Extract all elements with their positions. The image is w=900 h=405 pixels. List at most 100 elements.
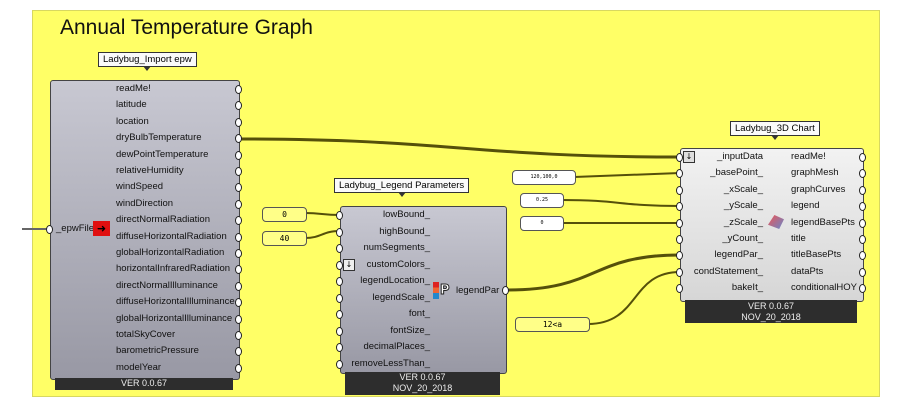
- output-port[interactable]: [859, 202, 866, 212]
- output-label: diffuseHorizontalIlluminance: [116, 296, 235, 308]
- download-arrow-icon: ↓: [683, 151, 695, 163]
- input-label: highBound_: [379, 225, 430, 237]
- input-port[interactable]: [676, 185, 683, 195]
- output-label: conditionalHOY: [791, 282, 858, 294]
- output-port[interactable]: [235, 117, 242, 127]
- output-port[interactable]: [859, 267, 866, 277]
- input-port[interactable]: [676, 202, 683, 212]
- output-port[interactable]: [235, 347, 242, 357]
- input-port[interactable]: [676, 218, 683, 228]
- output-label: title: [791, 233, 806, 244]
- epwfile-input-label: _epwFile: [56, 223, 95, 234]
- wire-drybulb: [239, 137, 681, 159]
- input-port[interactable]: [336, 227, 343, 237]
- high-bound-panel[interactable]: 40: [262, 231, 307, 246]
- output-port[interactable]: [859, 218, 866, 228]
- output-port[interactable]: [235, 216, 242, 226]
- version-text: VER 0.0.67: [399, 372, 446, 382]
- output-label: horizontalInfraredRadiation: [116, 263, 231, 275]
- output-label: windDirection: [116, 197, 174, 209]
- input-label: condStatement_: [693, 265, 763, 277]
- output-port[interactable]: [235, 331, 242, 340]
- output-port[interactable]: [859, 169, 866, 179]
- output-port[interactable]: [235, 199, 242, 209]
- chart3d-label: Ladybug_3D Chart: [730, 121, 820, 140]
- input-port[interactable]: [676, 284, 683, 294]
- version-text: VER 0.0.67: [747, 301, 795, 311]
- output-port[interactable]: [235, 281, 242, 291]
- input-label: customColors_: [366, 258, 430, 270]
- output-label: relativeHumidity: [116, 165, 184, 176]
- output-label: diffuseHorizontalRadiation: [116, 230, 227, 242]
- output-port[interactable]: [235, 101, 242, 111]
- base-point-panel[interactable]: 120,100,0: [512, 170, 576, 185]
- output-label: directNormalIlluminance: [116, 279, 218, 291]
- output-label: dewPointTemperature: [116, 148, 209, 160]
- output-port[interactable]: [235, 150, 242, 160]
- output-port[interactable]: [859, 251, 866, 261]
- date-text: NOV_20_2018: [392, 383, 453, 393]
- input-label: _basePoint_: [710, 167, 763, 179]
- input-port[interactable]: [336, 359, 343, 369]
- epw-import-icon: ➜: [93, 221, 110, 236]
- output-port[interactable]: [235, 85, 242, 94]
- wire-yscale: [561, 199, 681, 207]
- output-port[interactable]: [235, 363, 242, 373]
- output-label: directNormalRadiation: [116, 214, 210, 226]
- output-port[interactable]: [235, 134, 242, 144]
- output-label: readMe!: [791, 151, 826, 162]
- output-label: globalHorizontalRadiation: [116, 247, 225, 258]
- condition-panel[interactable]: 12<a: [515, 317, 590, 332]
- wire-cond: [587, 271, 681, 325]
- input-label: _yScale_: [723, 200, 763, 212]
- output-label: graphMesh: [791, 167, 839, 179]
- output-port[interactable]: [859, 284, 866, 294]
- input-port[interactable]: [336, 343, 343, 352]
- input-label: legendPar_: [714, 249, 763, 261]
- output-port[interactable]: [235, 183, 242, 193]
- legendpar-output-port[interactable]: [502, 286, 509, 295]
- input-port[interactable]: [676, 153, 683, 162]
- input-port[interactable]: [336, 293, 343, 303]
- output-port[interactable]: [235, 167, 242, 176]
- wire-basepoint: [573, 172, 681, 178]
- input-port[interactable]: [676, 169, 683, 179]
- input-port[interactable]: [336, 260, 343, 270]
- input-label: decimalPlaces_: [363, 341, 430, 352]
- input-label: _yCount_: [722, 233, 763, 244]
- wire-low: [304, 212, 341, 216]
- input-label: legendScale_: [372, 291, 430, 303]
- legend-colors-icon: [433, 282, 439, 299]
- output-port[interactable]: [859, 185, 866, 195]
- input-port[interactable]: [676, 235, 683, 244]
- input-label: fontSize_: [390, 324, 430, 336]
- y-scale-panel[interactable]: 0.25: [520, 193, 564, 208]
- input-port[interactable]: [336, 244, 343, 253]
- import-epw-component[interactable]: [50, 80, 240, 380]
- input-label: legendLocation_: [360, 275, 430, 286]
- epwfile-input-port[interactable]: [46, 225, 53, 234]
- output-label: dataPts: [791, 265, 824, 277]
- input-port[interactable]: [676, 267, 683, 277]
- input-port[interactable]: [676, 251, 683, 261]
- output-port[interactable]: [859, 153, 866, 162]
- wire-high: [304, 230, 341, 239]
- output-port[interactable]: [859, 235, 866, 244]
- low-bound-panel[interactable]: 0: [262, 207, 307, 222]
- z-scale-panel[interactable]: 0: [520, 216, 564, 231]
- input-label: _xScale_: [723, 183, 763, 195]
- output-port[interactable]: [235, 314, 242, 324]
- input-port[interactable]: [336, 277, 343, 286]
- input-port[interactable]: [336, 326, 343, 336]
- group-title: Annual Temperature Graph: [60, 16, 313, 39]
- input-port[interactable]: [336, 310, 343, 319]
- output-port[interactable]: [235, 249, 242, 258]
- output-port[interactable]: [235, 232, 242, 242]
- input-label: _inputData: [717, 151, 763, 162]
- output-label: readMe!: [116, 83, 151, 94]
- output-port[interactable]: [235, 265, 242, 275]
- input-port[interactable]: [336, 211, 343, 220]
- download-arrow-icon: ↓: [343, 259, 355, 271]
- output-port[interactable]: [235, 298, 242, 308]
